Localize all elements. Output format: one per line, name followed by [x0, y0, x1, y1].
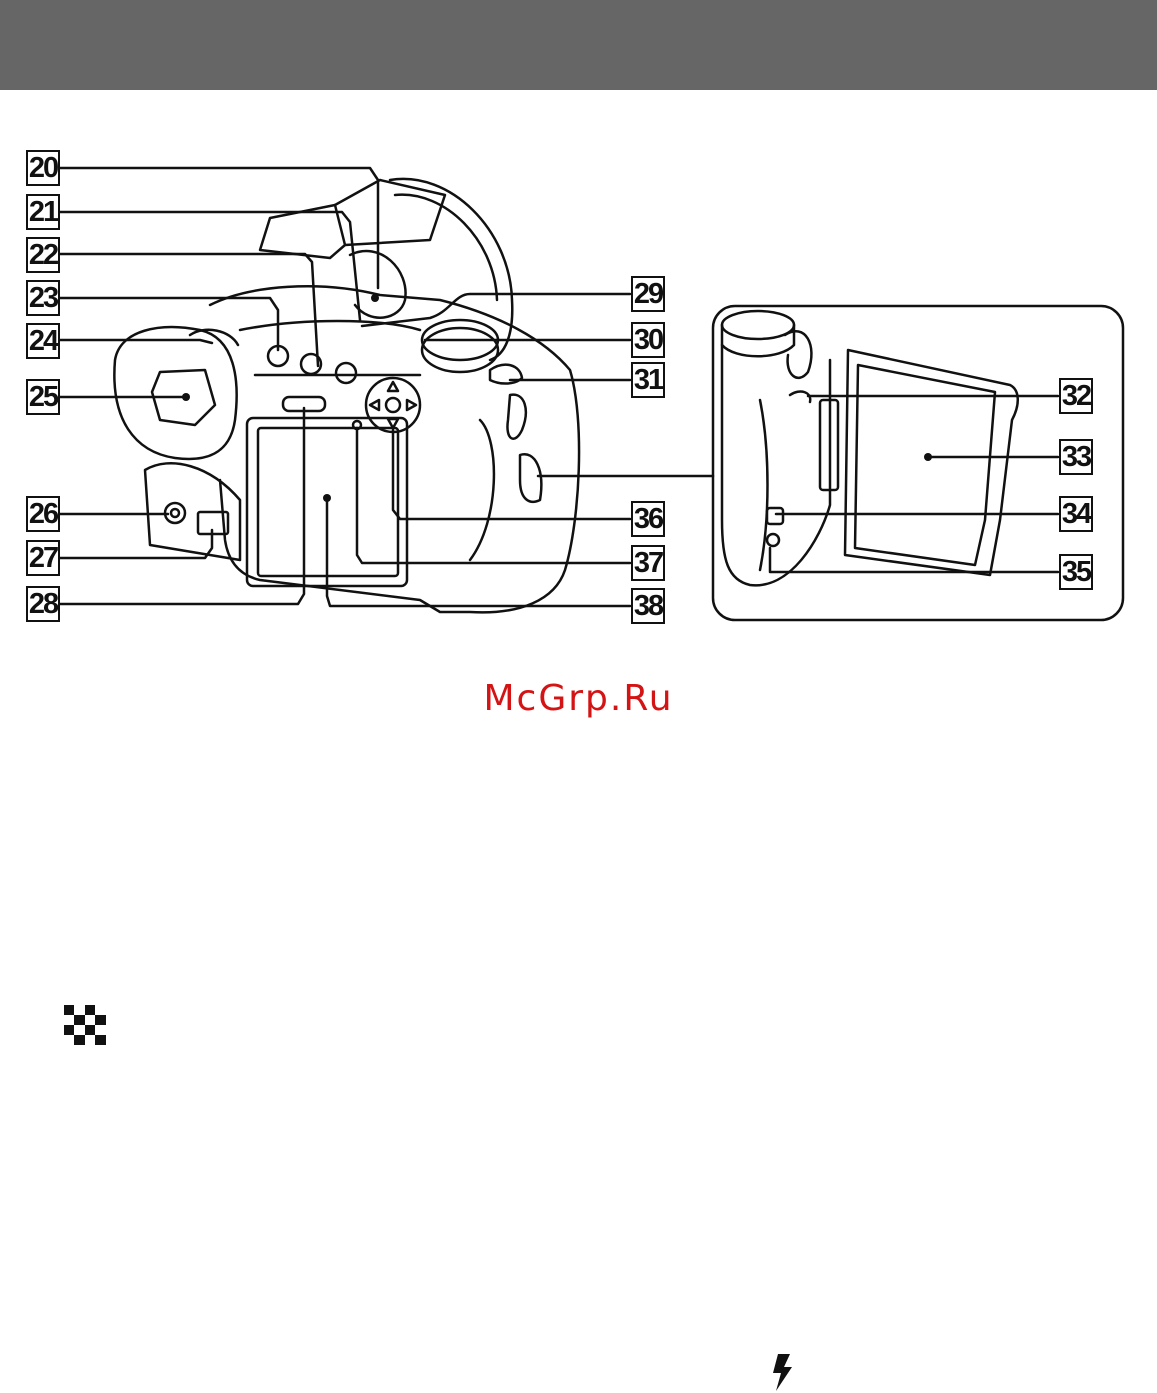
callout-31: 31 — [631, 362, 665, 398]
camera-diagram — [0, 0, 1157, 660]
callout-35: 35 — [1059, 554, 1093, 590]
callout-21: 21 — [26, 194, 60, 230]
callout-30: 30 — [631, 322, 665, 358]
callout-29: 29 — [631, 276, 665, 312]
callout-37: 37 — [631, 545, 665, 581]
callout-25: 25 — [26, 379, 60, 415]
callout-33: 33 — [1059, 439, 1093, 475]
callout-23: 23 — [26, 280, 60, 316]
callout-27: 27 — [26, 540, 60, 576]
callout-28: 28 — [26, 586, 60, 622]
callout-24: 24 — [26, 323, 60, 359]
flash-icon — [770, 1352, 796, 1392]
callout-26: 26 — [26, 496, 60, 532]
checker-pattern-icon — [64, 1005, 106, 1045]
callout-20: 20 — [26, 150, 60, 186]
watermark-text: McGrp.Ru — [0, 678, 1157, 719]
callout-38: 38 — [631, 588, 665, 624]
callout-34: 34 — [1059, 496, 1093, 532]
callout-36: 36 — [631, 501, 665, 537]
callout-22: 22 — [26, 237, 60, 273]
callout-32: 32 — [1059, 378, 1093, 414]
